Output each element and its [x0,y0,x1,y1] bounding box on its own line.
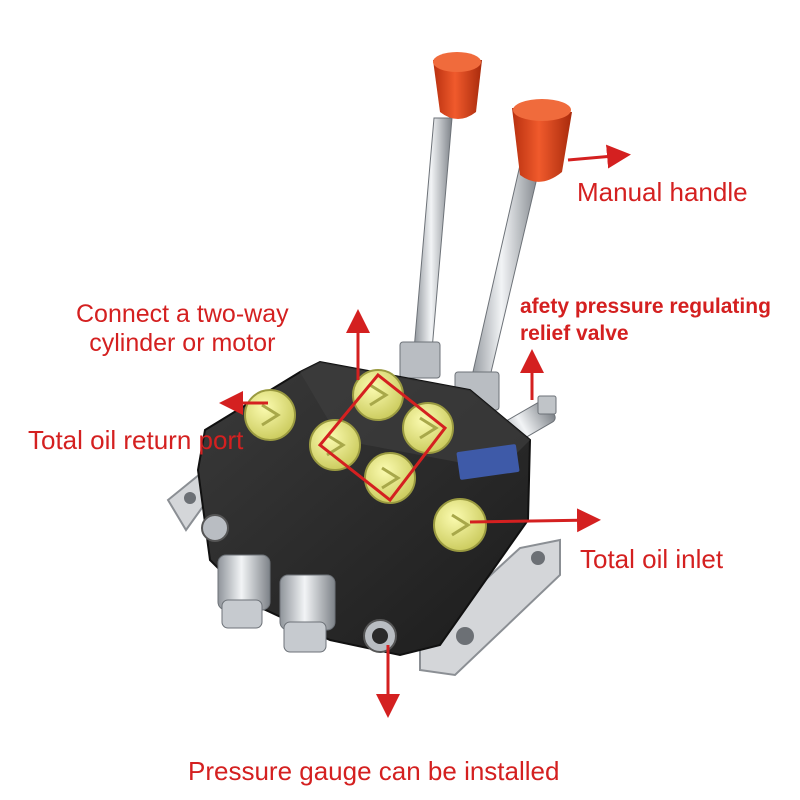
mounting-plate-right [419,538,561,677]
label-connect-cylinder: Connect a two-way cylinder or motor [76,300,289,358]
label-safety-valve-line1: afety pressure regulating [520,295,771,318]
label-oil-inlet: Total oil inlet [580,544,724,574]
label-connect-line2: cylinder or motor [89,328,276,357]
port-cap-inlet [433,498,487,552]
spool-fitting-left [217,554,271,629]
spool-fitting-right [279,574,336,653]
label-connect-line1: Connect a two-way [76,300,289,328]
port-cap-return [244,389,296,441]
port-cap-a2 [402,402,454,454]
label-pressure-gauge: Pressure gauge can be installed [188,756,560,786]
arrow-oil-inlet [469,508,601,533]
label-safety-valve-line2: relief valve [520,322,629,345]
label-return-port: Total oil return port [28,425,244,455]
work-ports-highlight [317,372,448,503]
port-cap-b1 [309,419,361,471]
handle-lever-right[interactable] [454,99,572,411]
handle-lever-left[interactable] [399,52,482,379]
arrow-manual-handle [567,144,631,169]
label-manual-handle: Manual handle [577,177,748,207]
